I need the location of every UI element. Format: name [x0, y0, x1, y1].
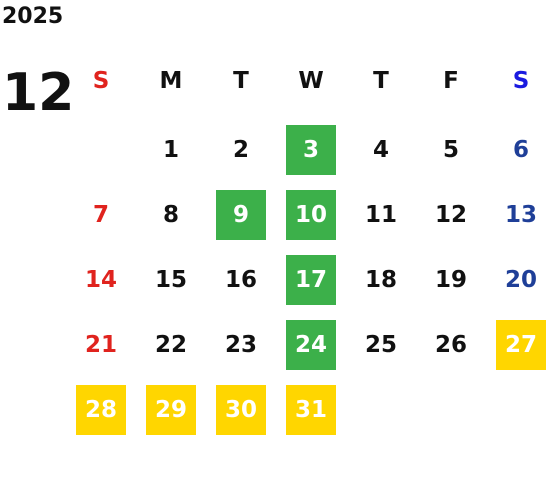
day-cell[interactable]: 22 [154, 332, 187, 358]
day-cell-highlighted[interactable]: 9 [216, 190, 266, 240]
day-cell-saturday[interactable]: 20 [504, 267, 537, 293]
day-cell-saturday[interactable]: 6 [512, 137, 529, 163]
day-cell-holiday[interactable]: 29 [146, 385, 196, 435]
weekday-sunday: S [92, 68, 110, 94]
day-cell-holiday[interactable]: 27 [496, 320, 546, 370]
day-cell[interactable]: 11 [364, 202, 397, 228]
day-cell-holiday[interactable]: 28 [76, 385, 126, 435]
day-cell[interactable]: 1 [162, 137, 179, 163]
day-cell[interactable]: 15 [154, 267, 187, 293]
weekday-friday: F [443, 68, 459, 94]
weekday-wednesday: W [298, 68, 324, 94]
year-label: 2025 [2, 4, 64, 29]
day-cell[interactable]: 26 [434, 332, 467, 358]
day-cell-highlighted[interactable]: 17 [286, 255, 336, 305]
day-cell-holiday[interactable]: 31 [286, 385, 336, 435]
day-cell[interactable]: 18 [364, 267, 397, 293]
day-cell-highlighted[interactable]: 3 [286, 125, 336, 175]
day-cell[interactable]: 12 [434, 202, 467, 228]
day-cell[interactable]: 25 [364, 332, 397, 358]
day-cell-saturday[interactable]: 13 [504, 202, 537, 228]
weekday-monday: M [159, 68, 183, 94]
day-cell-sunday[interactable]: 14 [84, 267, 117, 293]
weekday-tuesday: T [233, 68, 249, 94]
day-cell-highlighted[interactable]: 10 [286, 190, 336, 240]
day-cell-holiday[interactable]: 30 [216, 385, 266, 435]
day-cell[interactable]: 4 [372, 137, 389, 163]
day-cell[interactable]: 16 [224, 267, 257, 293]
day-cell-sunday[interactable]: 7 [92, 202, 109, 228]
day-cell-sunday[interactable]: 21 [84, 332, 117, 358]
day-cell[interactable]: 2 [232, 137, 249, 163]
day-cell[interactable]: 23 [224, 332, 257, 358]
month-number: 12 [2, 63, 75, 123]
weekday-saturday: S [512, 68, 530, 94]
day-cell[interactable]: 8 [162, 202, 179, 228]
day-cell-highlighted[interactable]: 24 [286, 320, 336, 370]
day-cell[interactable]: 5 [442, 137, 459, 163]
weekday-thursday: T [373, 68, 389, 94]
day-cell[interactable]: 19 [434, 267, 467, 293]
